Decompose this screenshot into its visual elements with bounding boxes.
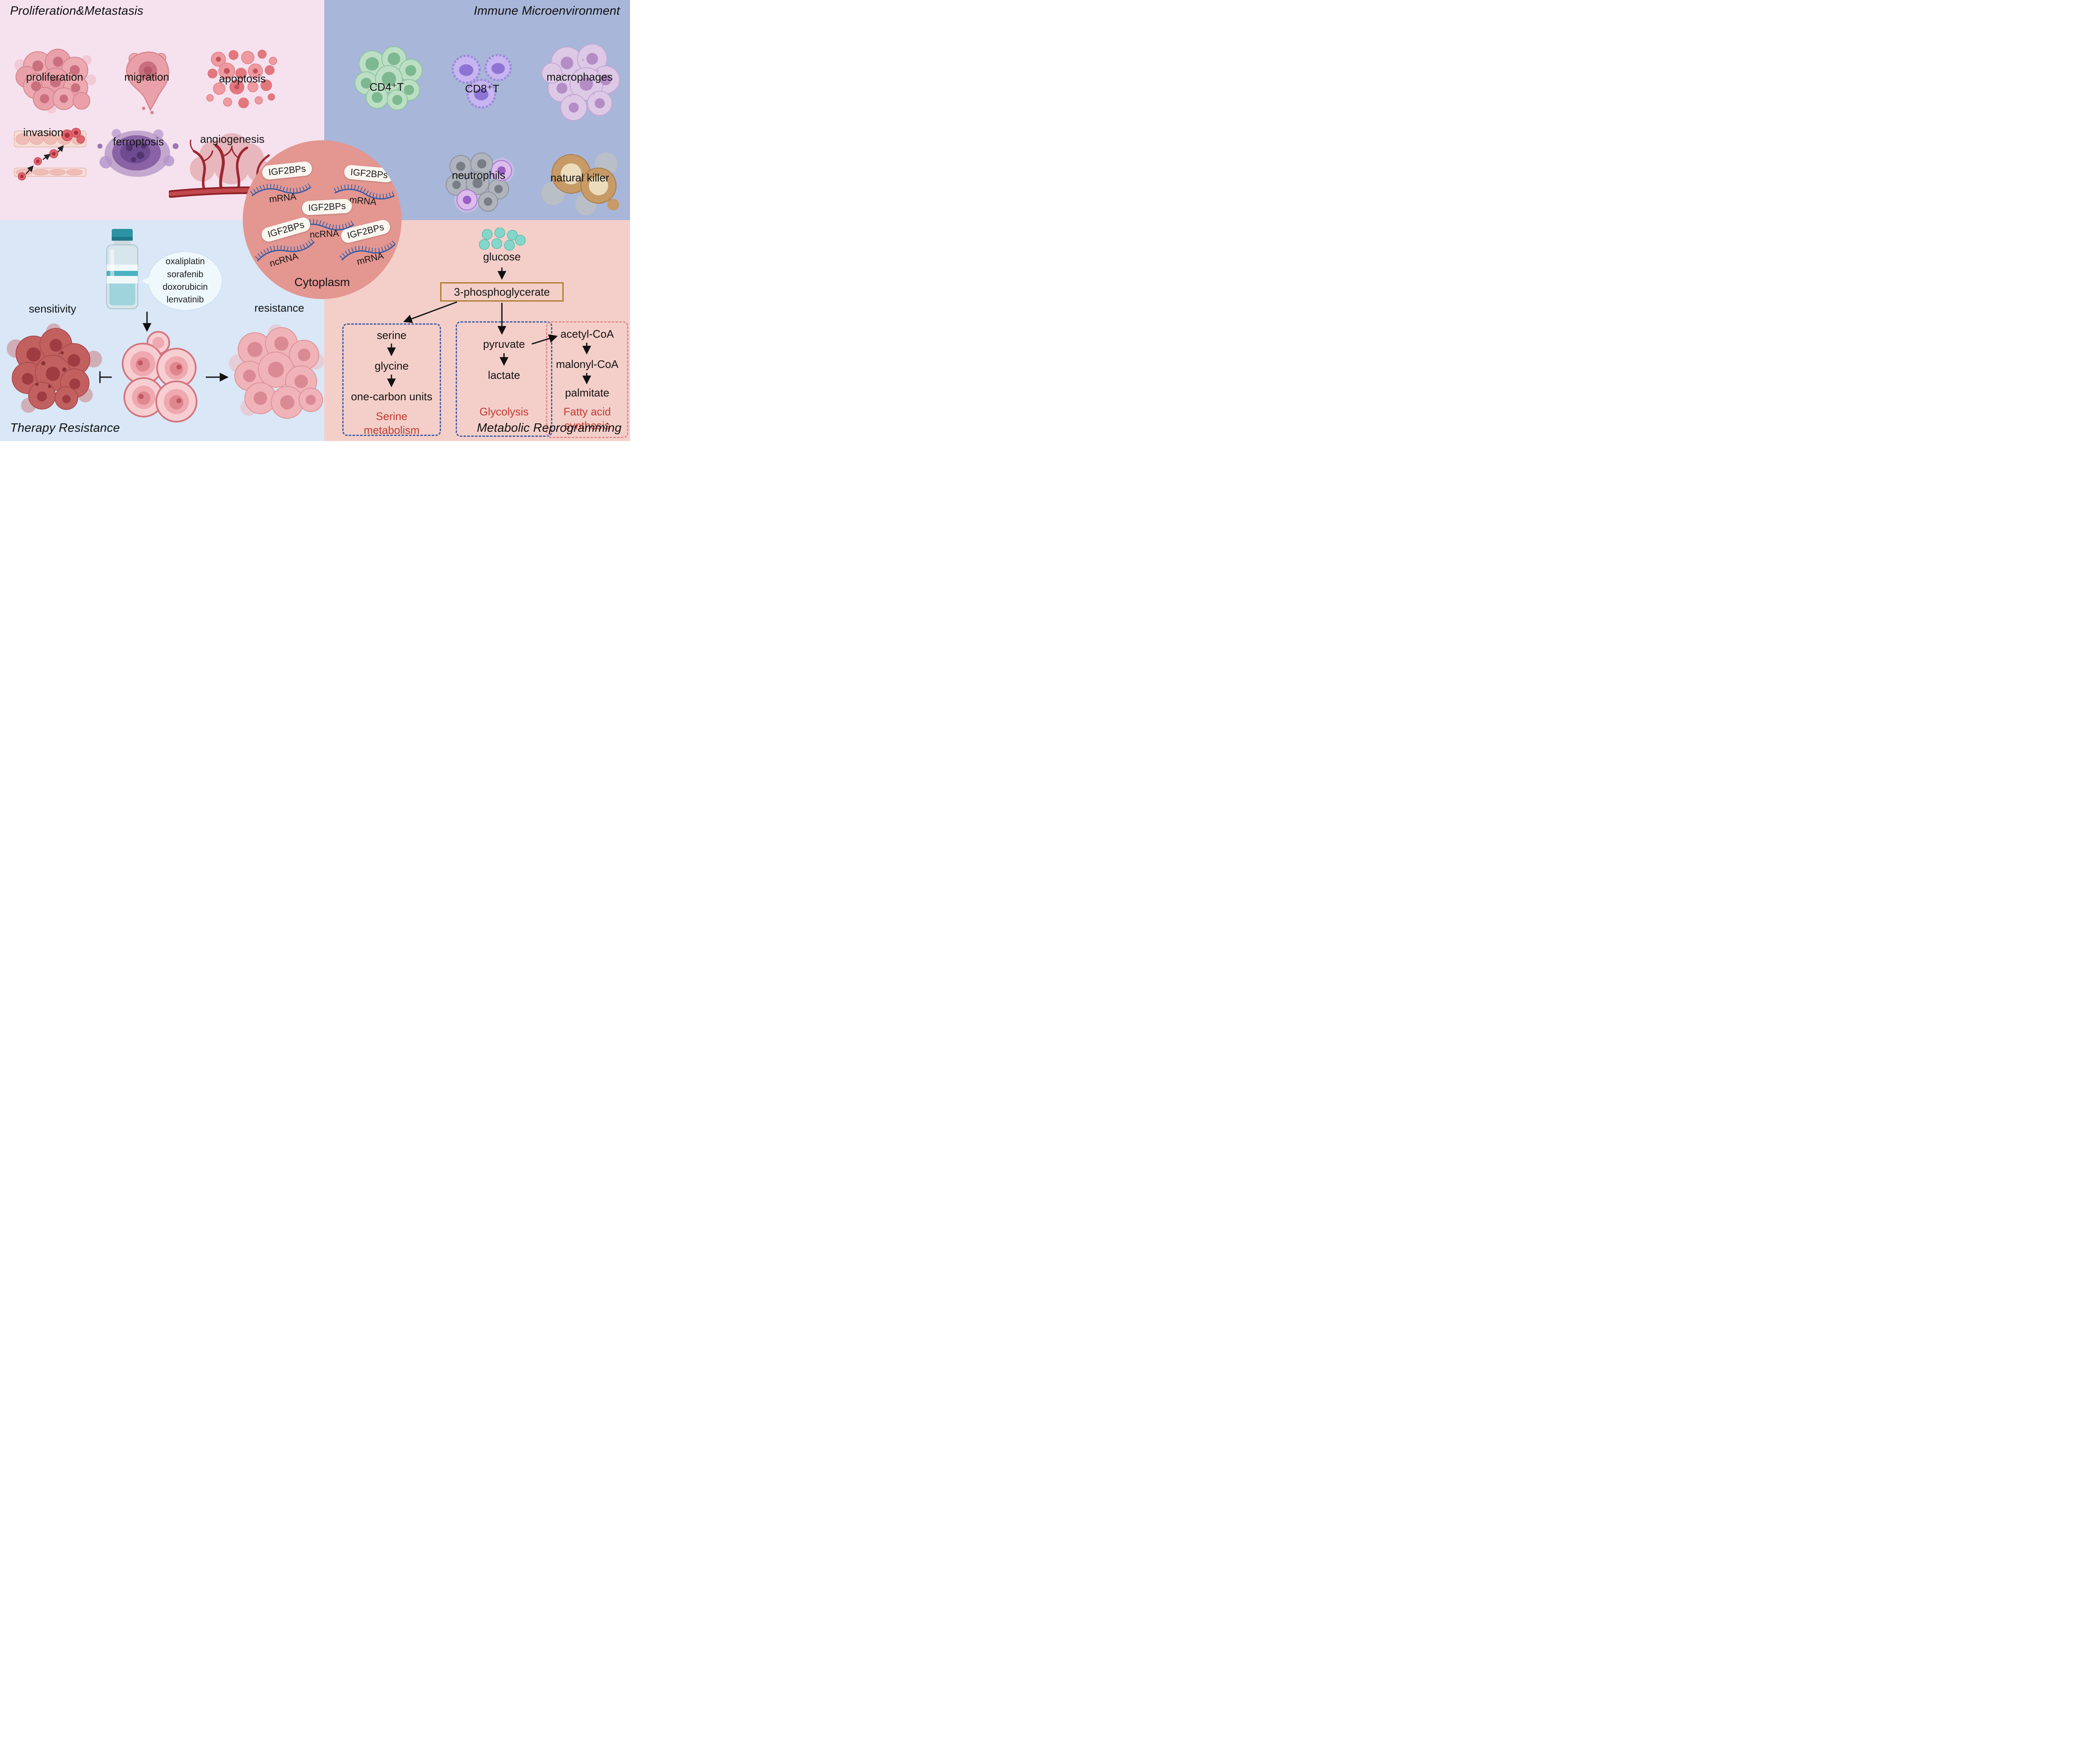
rna-strand-icon — [333, 184, 396, 200]
ferroptosis-illustration — [97, 129, 178, 177]
tumor-cells-illustration — [122, 331, 197, 423]
apoptosis-label: apoptosis — [219, 72, 266, 85]
drug-callout-bubble: oxaliplatin sorafenib doxorubicin lenvat… — [142, 251, 223, 311]
cd8-t-cell-illustration — [452, 54, 512, 109]
cd4-t-label: CD4⁺T — [369, 81, 404, 93]
apoptosis-illustration — [206, 50, 277, 108]
invasion-label: invasion — [23, 126, 63, 139]
title-therapy-resistance: Therapy Resistance — [10, 421, 120, 435]
palmitate-step: palmitate — [565, 386, 609, 399]
title-metabolic-reprogramming: Metabolic Reprogramming — [477, 421, 622, 435]
cd8-t-label: CD8⁺T — [465, 82, 499, 95]
acetyl-coa-step: acetyl-CoA — [560, 328, 614, 340]
resistant-tumor-illustration — [229, 324, 324, 419]
sensitivity-label: sensitivity — [29, 302, 76, 315]
proliferation-label: proliferation — [26, 71, 83, 83]
phosphoglycerate-label: 3-phosphoglycerate — [454, 285, 550, 298]
resistance-label: resistance — [254, 302, 304, 314]
igf2bp-mrna-complex: IGF2BPs mRNA — [329, 163, 402, 215]
serine-metabolism-name: Serine metabolism — [364, 410, 420, 436]
proliferation-illustration — [14, 49, 96, 113]
angiogenesis-label: angiogenesis — [200, 133, 265, 145]
glucose-label: glucose — [483, 250, 521, 263]
glycolysis-box: pyruvate lactate Glycolysis — [456, 321, 552, 437]
fatty-acid-synthesis-name: Fatty acid synthesis — [563, 405, 611, 432]
invasion-illustration — [14, 128, 87, 181]
malonyl-coa-step: malonyl-CoA — [556, 358, 619, 370]
glycolysis-name: Glycolysis — [479, 405, 529, 418]
igf2bp-ncrna-complex: IGF2BPs ncRNA — [248, 214, 327, 277]
serine-metabolism-box: serine glycine one-carbon units Serine m… — [342, 323, 441, 436]
drug-name: oxaliplatin — [165, 257, 205, 267]
drug-name: sorafenib — [167, 269, 204, 279]
migration-illustration — [126, 51, 169, 114]
igf2bp-mrna-complex: IGF2BPs mRNA — [331, 216, 402, 278]
cytoplasm-circle: IGF2BPs mRNA IGF2BPs mRNA IGF2BPs ncRNA — [243, 140, 402, 299]
natural-killer-label: natural killer — [550, 171, 609, 184]
neutrophils-illustration — [446, 152, 514, 213]
cytoplasm-label: Cytoplasm — [294, 276, 350, 289]
rna-strand-icon — [250, 182, 312, 197]
drug-name: lenvatinib — [166, 295, 204, 305]
glycine-step: glycine — [375, 360, 409, 372]
neutrophils-label: neutrophils — [452, 169, 506, 181]
macrophages-illustration — [541, 44, 620, 121]
migration-label: migration — [124, 71, 169, 83]
drug-vial-illustration — [106, 229, 138, 309]
one-carbon-units-step: one-carbon units — [351, 390, 433, 403]
rna-strand-icon — [255, 238, 315, 262]
igf2bps-pill: IGF2BPs — [302, 198, 353, 216]
ferroptosis-label: ferroptosis — [113, 135, 164, 148]
pyruvate-step: pyruvate — [483, 338, 525, 350]
rna-strand-icon — [339, 240, 396, 261]
macrophages-label: macrophages — [546, 71, 613, 83]
serine-step: serine — [377, 329, 407, 341]
lactate-step: lactate — [488, 369, 520, 381]
title-immune-microenvironment: Immune Microenvironment — [474, 4, 620, 18]
glucose-illustration — [479, 228, 526, 251]
phosphoglycerate-box: 3-phosphoglycerate — [440, 282, 564, 302]
figure-canvas: Proliferation&Metastasis Immune Microenv… — [0, 0, 630, 441]
igf2bp-mrna-complex: IGF2BPs mRNA — [247, 160, 321, 214]
title-proliferation-metastasis: Proliferation&Metastasis — [10, 4, 144, 18]
natural-killer-illustration — [541, 152, 619, 215]
fatty-acid-synthesis-box: acetyl-CoA malonyl-CoA palmitate Fatty a… — [546, 321, 628, 438]
sensitive-tumor-illustration — [7, 323, 102, 413]
cd4-t-cell-illustration — [354, 46, 423, 110]
drug-name: doxorubicin — [163, 282, 208, 292]
